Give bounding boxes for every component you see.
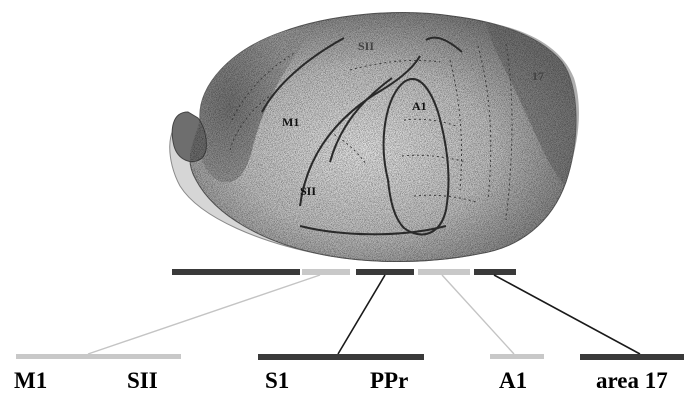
- connector-m1: [88, 275, 320, 354]
- label-a1: A1: [499, 369, 527, 393]
- array-bar-sii: [302, 269, 350, 275]
- label-s1: S1: [265, 369, 289, 393]
- label-m1: M1: [14, 369, 47, 393]
- brain-label-top: SII: [358, 39, 374, 53]
- array-bar-a1: [418, 269, 470, 275]
- brain-label-area17-faint: 17: [532, 69, 544, 83]
- bottom-bar-m1-sii: [16, 354, 181, 359]
- label-ppr: PPr: [370, 369, 408, 393]
- bottom-bar-s1-ppr: [258, 354, 424, 360]
- bottom-bar-a1: [490, 354, 544, 359]
- label-area17: area 17: [596, 369, 668, 393]
- connector-area17: [494, 275, 640, 354]
- array-bar-motor: [172, 269, 300, 275]
- connector-a1: [442, 275, 514, 354]
- array-bar-s1: [356, 269, 414, 275]
- label-sii: SII: [127, 369, 158, 393]
- connector-s1: [338, 275, 385, 354]
- array-bar-area17: [474, 269, 516, 275]
- brain-label-sii: SII: [300, 184, 316, 198]
- brain-label-m1: M1: [282, 115, 299, 129]
- bottom-bar-area17: [580, 354, 684, 360]
- brain-label-a1: A1: [412, 99, 427, 113]
